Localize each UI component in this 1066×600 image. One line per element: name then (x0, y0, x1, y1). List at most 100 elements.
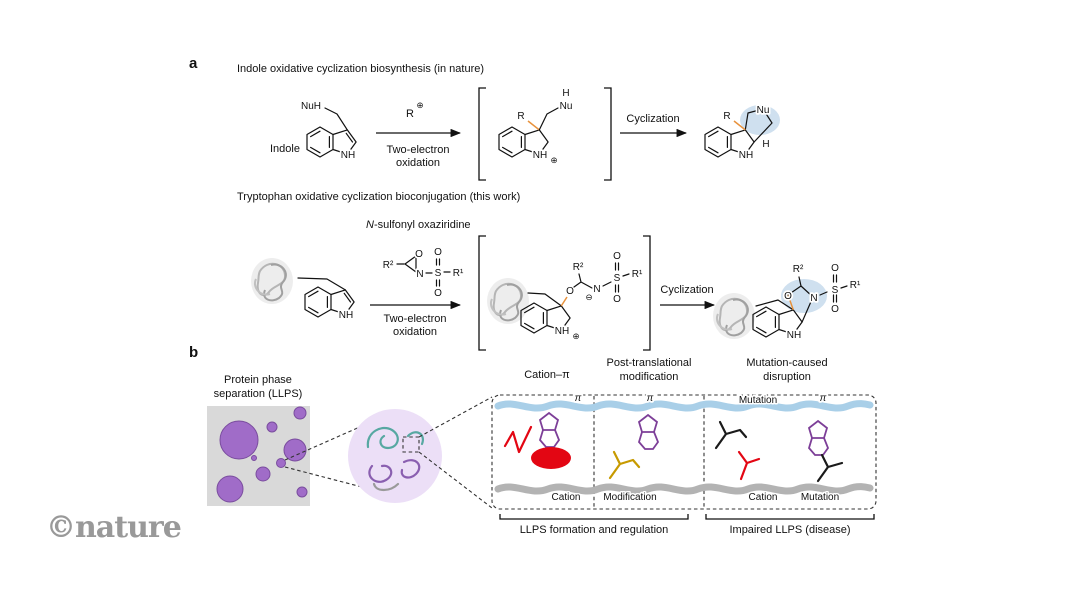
oxidation-step-2: Two-electron oxidation (370, 300, 462, 338)
atom-label-h: H (562, 88, 569, 99)
atom-label-o: O (784, 291, 792, 302)
modified-residue (608, 450, 641, 480)
pi-label: π (820, 393, 827, 404)
chain-purple (400, 459, 421, 479)
atom-label-s: S (614, 273, 621, 284)
protein-chains (366, 426, 424, 492)
atom-label-o: O (613, 251, 621, 262)
minus-charge: ⊖ (585, 292, 592, 302)
interaction-panel (491, 394, 877, 510)
atom-label-r1: R¹ (850, 280, 861, 291)
atom-label-nu: Nu (560, 101, 573, 112)
plus-charge: ⊕ (572, 331, 579, 341)
scheme-indole-biosynthesis: Indole oxidative cyclization biosynthesi… (237, 63, 780, 181)
bracket-right (604, 87, 612, 181)
linker-bonds (573, 273, 612, 289)
side-chain-bond (538, 107, 559, 131)
orange-o-bond (560, 296, 568, 307)
atom-label-r: R (723, 111, 730, 122)
atom-label-r1: R¹ (632, 269, 643, 280)
chain-purple (368, 464, 393, 483)
droplet (255, 466, 271, 482)
s-double-bonds (832, 274, 838, 303)
cyclization-label: Cyclization (660, 284, 713, 296)
section-title-ptm-2: modification (620, 371, 679, 383)
protein-blob (486, 277, 530, 325)
nu-ring-bond (744, 108, 773, 143)
atom-label-o: O (434, 288, 442, 299)
aromatic-residue (808, 420, 829, 456)
oxidant-r: R (406, 108, 414, 120)
atom-label-o: O (613, 294, 621, 305)
atom-label-s: S (832, 285, 839, 296)
reactant-name: Indole (270, 143, 300, 155)
brace-right (705, 514, 875, 520)
atom-label-nuh: NuH (301, 101, 321, 112)
panel-a-label: a (189, 55, 198, 72)
reagent-name-rest: -sulfonyl oxaziridine (374, 219, 471, 231)
oxaziridine-reagent: R² O N S O O R¹ (381, 245, 466, 301)
atom-label-n: N (593, 284, 600, 295)
atom-label-nh: NH (339, 310, 353, 321)
mutation-top-label: Mutation (739, 395, 777, 406)
scheme1-title: Indole oxidative cyclization biosynthesi… (237, 63, 484, 75)
zoom-cone-lines-2 (418, 396, 493, 509)
scheme2-title: Tryptophan oxidative cyclization bioconj… (237, 191, 520, 203)
section-title-ptm-1: Post-translational (607, 357, 692, 369)
droplet (266, 421, 278, 433)
s-double-bonds (614, 262, 620, 293)
pi-label: π (647, 393, 654, 404)
atom-label-n: N (810, 293, 817, 304)
atom-label-s: S (435, 268, 442, 279)
atom-label-o: O (831, 263, 839, 274)
oxidation-label-2: oxidation (396, 157, 440, 169)
section-title-mutation-2: disruption (763, 371, 811, 383)
zoom-region-square (402, 436, 420, 453)
indoleninium-intermediate: R H Nu NH ⊕ (478, 86, 612, 181)
oxidation-label-2: oxidation (393, 326, 437, 338)
atom-label-n: N (416, 269, 423, 280)
bracket-right (643, 235, 651, 351)
atom-label-o: O (831, 304, 839, 315)
bracket-left (478, 235, 486, 351)
zoom-circle (348, 409, 442, 503)
panel-b: b Protein phase separation (LLPS) (189, 344, 877, 536)
droplet (219, 420, 259, 460)
plus-charge: ⊕ (550, 155, 557, 165)
tryptophan-protein-reactant: NH (250, 257, 355, 323)
mutant-residue (714, 420, 748, 450)
reagent-name-n: N (366, 219, 374, 231)
nature-watermark: ©nature (46, 510, 181, 545)
cyclization-step: Cyclization (620, 113, 688, 138)
bottom-label-cation-2: Cation (749, 492, 778, 503)
orange-r-bond (733, 120, 746, 131)
cation-residue-red (503, 425, 533, 454)
cation-cloud (531, 447, 571, 469)
droplet (216, 475, 244, 503)
atom-label-nh: NH (533, 150, 547, 161)
atom-label-o: O (566, 286, 574, 297)
indole-reactant: NuH NH Indole (270, 99, 357, 163)
droplet (251, 455, 257, 461)
atom-label-h: H (762, 139, 769, 150)
side-chain-bond (297, 277, 346, 291)
orange-r-bond (527, 120, 540, 131)
chain-teal (366, 426, 399, 450)
droplet-group (216, 406, 308, 503)
atom-label-r2: R² (383, 260, 394, 271)
bracket-left (478, 87, 486, 181)
atom-label-r: R (517, 111, 524, 122)
brace-left-label: LLPS formation and regulation (520, 524, 669, 536)
oxaziridine-ring (404, 255, 417, 273)
oxidation-step: R ⊕ Two-electron oxidation (376, 100, 462, 169)
membrane-wave-bottom (494, 483, 874, 495)
bottom-label-mutation: Mutation (801, 492, 839, 503)
atom-label-r2: R² (573, 262, 584, 273)
bioconjugate-product: O N R² S O O R¹ NH (712, 261, 863, 343)
droplet (293, 406, 307, 420)
bottom-label-cation-1: Cation (552, 492, 581, 503)
panel-b-label: b (189, 344, 198, 361)
side-chain-bond (755, 299, 794, 311)
reagent-name: N-sulfonyl oxaziridine (366, 219, 471, 231)
